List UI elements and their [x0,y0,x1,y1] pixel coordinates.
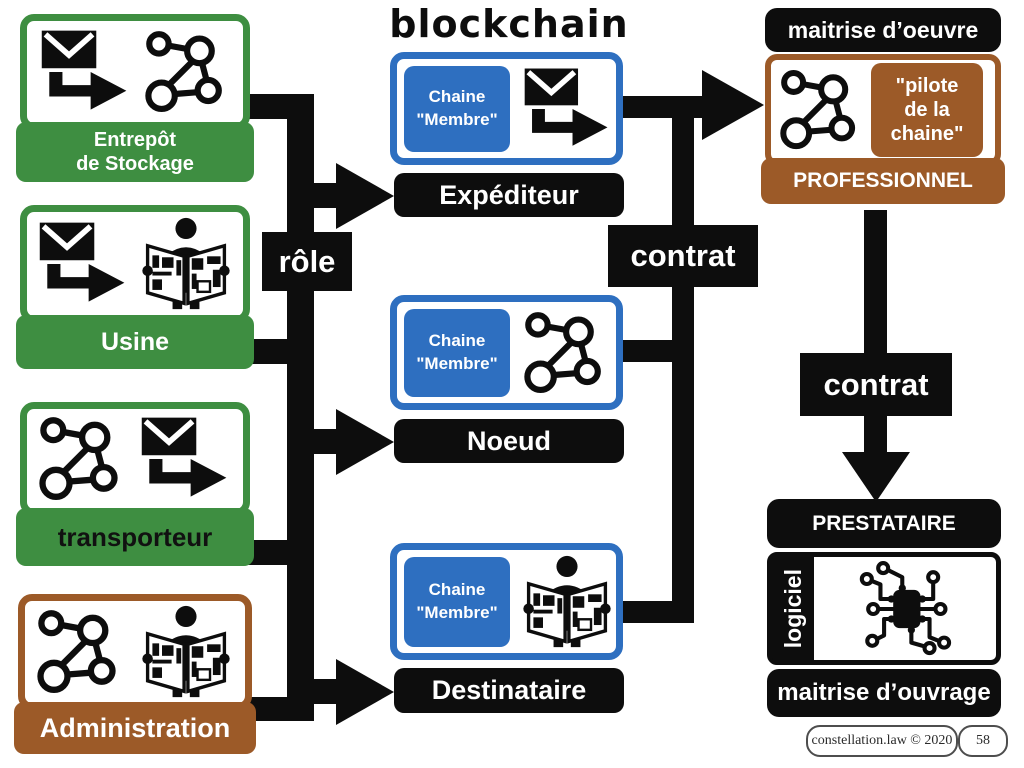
network-graph-icon [36,607,126,697]
contrat-label-right: contrat [800,353,952,416]
role-label: rôle [262,232,352,291]
box-professionnel: "pilote de la chaine" PROFESSIONNEL [761,54,1005,204]
label-prestataire: PRESTATAIRE [767,499,1001,548]
connector-left-trunk [287,94,314,721]
label-usine: Usine [16,315,254,369]
connector-stub-destinataire [620,601,672,623]
chain-member-badge: Chaine "Membre" [404,556,510,647]
label-destinataire: Destinataire [394,668,624,713]
label-administration: Administration [14,702,256,754]
box-administration: Administration [14,594,256,754]
arrow-to-noeud-icon [336,409,394,475]
box-entrepot-icons [20,14,250,130]
box-chain-destinataire: Chaine "Membre" [390,543,623,660]
arrow-to-destinataire-icon [336,659,394,725]
box-logiciel: logiciel [767,552,1001,665]
box-transporteur-icons [20,402,250,516]
label-logiciel: logiciel [779,568,806,649]
arrow-to-prestataire-icon [842,452,910,502]
box-chain-noeud: Chaine "Membre" [390,295,623,410]
box-transporteur: transporteur [16,402,254,566]
label-maitrise-ouvrage: maitrise d’ouvrage [767,669,1001,717]
logiciel-strip: logiciel [772,557,814,660]
chain-member-badge: Chaine "Membre" [404,65,510,152]
box-administration-icons [18,594,252,710]
connector-right-trunk [672,96,694,623]
soft-icon-zone [814,557,996,660]
chain-icon-zone [517,63,616,155]
connector-stub-entrepot [244,94,289,119]
box-professionnel-body: "pilote de la chaine" [765,54,1001,166]
chain-icon-zone [517,309,616,397]
label-noeud: Noeud [394,419,624,463]
connector-branch-expediteur [310,183,340,208]
network-graph-icon [779,67,865,153]
box-usine-icons [20,205,250,323]
label-transporteur: transporteur [16,508,254,566]
chain-icon-zone [517,554,616,650]
connector-branch-destinataire [310,679,340,704]
label-professionnel: PROFESSIONNEL [761,158,1005,204]
label-expediteur: Expéditeur [394,173,624,217]
pilote-badge: "pilote de la chaine" [871,63,983,157]
connector-professionnel-to-prestataire [864,210,887,457]
label-entrepot: Entrepôt de Stockage [16,122,254,182]
network-graph-icon [523,309,611,397]
network-graph-icon [38,414,128,504]
box-chain-expediteur: Chaine "Membre" [390,52,623,165]
connector-branch-noeud [310,429,340,454]
mail-forward-icon [36,217,130,311]
page-number-badge: 58 [958,725,1008,757]
box-usine: Usine [16,205,254,369]
arrow-to-professionnel-icon [702,70,764,140]
credit-badge: constellation.law © 2020 [806,725,958,757]
box-entrepot-de-stockage: Entrepôt de Stockage [16,14,254,182]
newspaper-reader-icon [519,554,615,650]
mail-forward-icon [521,63,613,155]
network-graph-icon [144,28,232,116]
newspaper-reader-icon [138,604,234,700]
label-maitrise-oeuvre: maitrise d’oeuvre [765,8,1001,52]
chain-member-badge: Chaine "Membre" [404,308,510,397]
arrow-to-expediteur-icon [336,163,394,229]
circuit-chip-icon [841,559,969,659]
contrat-label-left: contrat [608,225,758,287]
diagram-title: blockchain [389,2,629,46]
newspaper-reader-icon [138,216,234,312]
mail-forward-icon [138,412,232,506]
connector-stub-noeud [620,340,672,362]
mail-forward-icon [38,25,132,119]
